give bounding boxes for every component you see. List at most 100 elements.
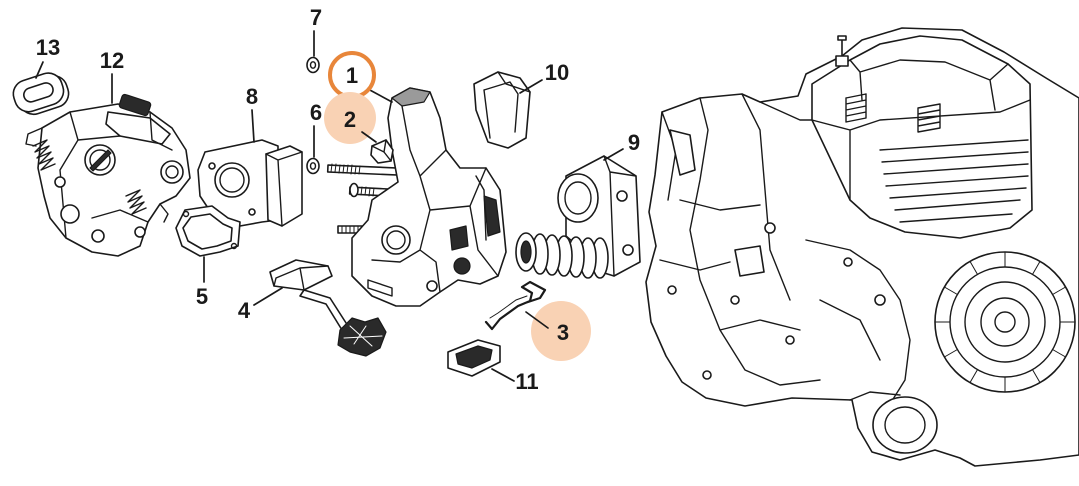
manifold-boot (515, 232, 609, 279)
flywheel-hub (980, 297, 1030, 347)
housing-bore-inner (386, 230, 406, 250)
spacer-hole (248, 208, 256, 216)
callout-13[interactable]: 13 (35, 35, 60, 79)
callout-5[interactable]: 5 (196, 256, 208, 309)
carburetor-body-edges (59, 111, 173, 239)
carburetor-screw (91, 229, 105, 243)
part-7-washer (306, 56, 320, 74)
flywheel-shaft (994, 311, 1016, 333)
callout-12[interactable]: 12 (100, 48, 124, 104)
callout-7[interactable]: 7 (310, 5, 322, 57)
flywheel-rim (934, 251, 1076, 393)
housing-slot (367, 279, 393, 297)
grommet-slot (23, 82, 54, 103)
callout-11-label[interactable]: 11 (515, 369, 538, 394)
spring-clip-wire-shadow (489, 295, 528, 319)
callout-8-leader (251, 109, 255, 143)
callout-2-leader (361, 131, 377, 143)
carburetor-spring-left (32, 139, 56, 171)
callout-11-leader (491, 368, 515, 382)
engine-mount-lug (669, 129, 765, 277)
callout-5-label[interactable]: 5 (196, 284, 208, 309)
throttle-rod-plate-edge (273, 265, 329, 291)
callout-9-label[interactable]: 9 (628, 130, 640, 155)
callout-3-label[interactable]: 3 (557, 320, 569, 345)
engine-intake-boot-left (845, 93, 867, 123)
callout-4[interactable]: 4 (238, 287, 283, 323)
manifold-bolt-hole (622, 244, 634, 256)
engine-cylinder (811, 35, 1033, 239)
carburetor-throttle-bore-inner (89, 149, 111, 171)
callout-10-label[interactable]: 10 (545, 60, 569, 85)
flywheel-fins (934, 251, 1076, 393)
stud-washer (349, 182, 359, 198)
washer-outer (306, 56, 320, 74)
flywheel-ring (964, 281, 1046, 363)
gasket-hole (230, 242, 238, 250)
engine-lower-bore-inner (884, 406, 926, 444)
part-11-cap (447, 339, 501, 377)
part-12-carburetor (25, 93, 191, 257)
stud-lower-thread (341, 225, 363, 234)
engine-cylinder-fins (811, 59, 1031, 223)
housing-top-tab (391, 87, 431, 107)
carburetor-screw (60, 204, 80, 224)
bolt-hole (702, 370, 712, 380)
carburetor-fitting-inner (165, 165, 179, 179)
housing-bore (381, 225, 411, 255)
engine-intake-boot-right (917, 103, 941, 133)
bolt-hole (874, 294, 886, 306)
callout-8[interactable]: 8 (246, 84, 258, 143)
callout-8-label[interactable]: 8 (246, 84, 258, 109)
part-4-throttle-rod (269, 259, 387, 357)
washer-hole (309, 61, 317, 69)
engine-bolt-holes (667, 222, 886, 380)
housing-fastener (453, 257, 471, 275)
plug-edge (371, 139, 392, 162)
throttle-rod-linkage-detail (343, 325, 383, 347)
part-1-housing (351, 87, 507, 307)
stud-upper-thread (330, 163, 361, 175)
callout-10[interactable]: 10 (519, 60, 569, 94)
callout-1-label[interactable]: 1 (346, 63, 358, 88)
washer-outer (306, 157, 320, 175)
part-9-intake-manifold (515, 155, 641, 279)
throttle-rod-shaft (299, 289, 349, 331)
callout-6-label[interactable]: 6 (310, 100, 322, 125)
callout-9[interactable]: 9 (603, 130, 640, 161)
carburetor-pump-cover (118, 93, 152, 117)
spacer-raised-block (265, 145, 303, 227)
callout-3[interactable]: 3 (525, 301, 591, 361)
callout-4-leader (253, 287, 283, 306)
housing-edges (371, 105, 499, 293)
cap-top (455, 345, 493, 369)
callout-1[interactable]: 1 (328, 51, 393, 103)
carburetor-screw (54, 176, 66, 188)
carburetor-lever (25, 127, 169, 223)
part-8-spacer (197, 139, 303, 227)
plate-outline (473, 71, 531, 149)
carburetor-screw (134, 226, 146, 238)
carburetor-spring-lower (125, 189, 147, 215)
callout-13-label[interactable]: 13 (36, 35, 60, 60)
bolt-hole (730, 295, 740, 305)
callout-3-highlight (531, 301, 591, 361)
engine-spark-plug (835, 35, 849, 67)
gasket-inner (182, 213, 233, 250)
engine-flywheel (934, 251, 1076, 393)
callout-2-label[interactable]: 2 (344, 107, 356, 132)
callout-2[interactable]: 2 (324, 92, 377, 144)
callout-6[interactable]: 6 (310, 100, 322, 158)
callout-10-leader (519, 79, 543, 94)
engine-assembly (645, 27, 1079, 467)
callout-12-label[interactable]: 12 (100, 48, 124, 73)
callout-11[interactable]: 11 (491, 368, 539, 394)
part-3-spring-clip (484, 280, 547, 331)
part-2-plug (370, 139, 394, 164)
part-10-plate (473, 71, 531, 149)
spacer-bore-inner (219, 167, 245, 193)
housing-fastener (426, 280, 438, 292)
callout-7-label[interactable]: 7 (310, 5, 322, 30)
boot-mouth-opening (520, 240, 532, 264)
callout-4-label[interactable]: 4 (238, 298, 251, 323)
